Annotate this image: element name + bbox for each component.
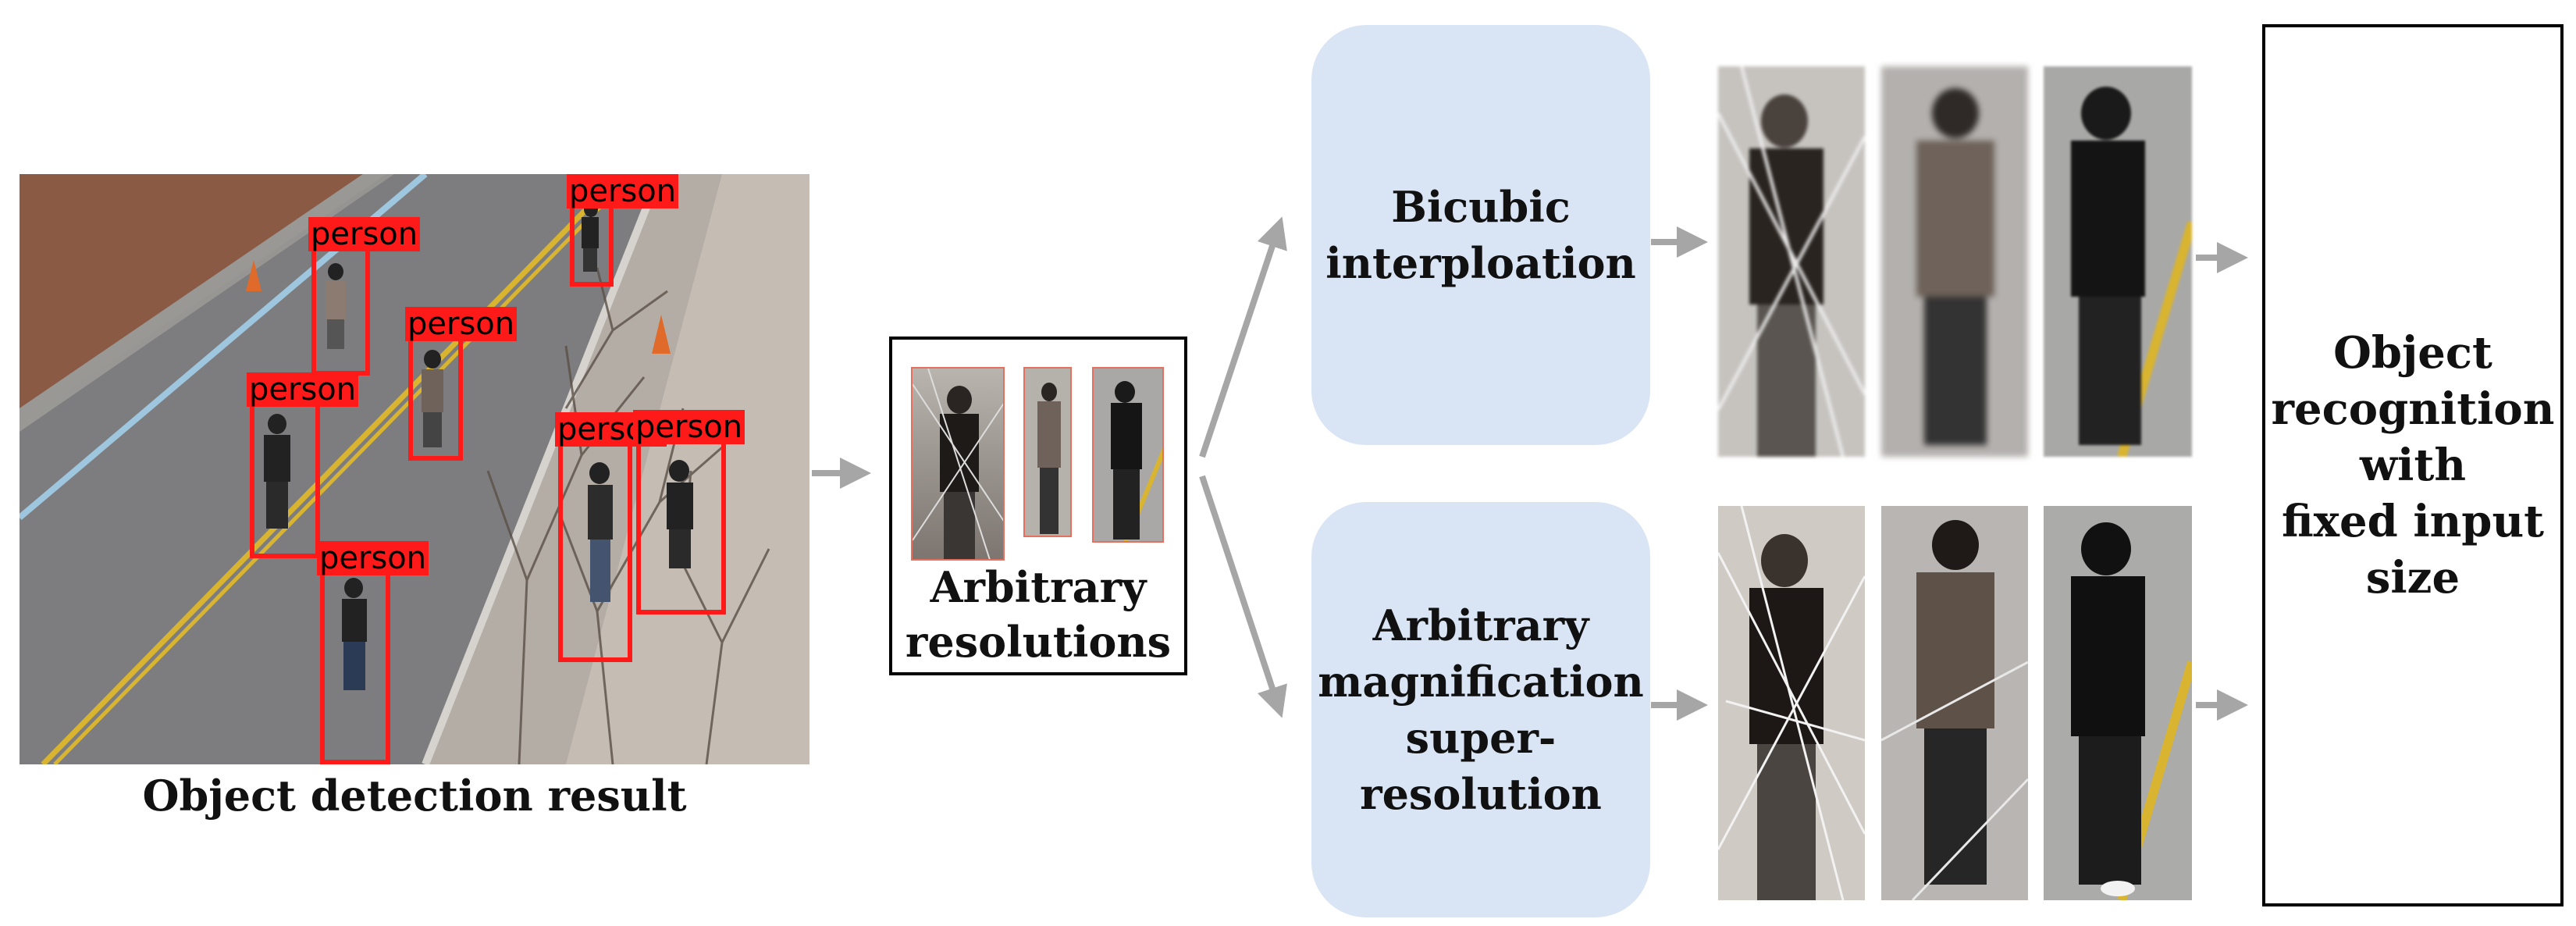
detection-label: person	[633, 410, 745, 444]
crops-caption-line2: resolutions	[905, 617, 1172, 667]
arrow-crops-to-sr	[1199, 475, 1287, 718]
recognition-line5: size	[2365, 552, 2460, 604]
arrow-crops-to-bicubic	[1199, 216, 1287, 458]
recognition-line4: fixed input	[2281, 496, 2545, 547]
super-resolution-box: Arbitrary magnification super- resolutio…	[1311, 502, 1650, 917]
detection-label: person	[247, 372, 359, 407]
bicubic-result-image-3	[2044, 66, 2192, 457]
recognition-line2: recognition	[2271, 383, 2555, 435]
crop-image-person-1	[911, 367, 1005, 561]
detection-label: person	[567, 174, 679, 208]
bicubic-line1: Bicubic	[1391, 182, 1571, 232]
bicubic-result-image-2	[1881, 66, 2028, 457]
detection-scene-image: person person person person person perso…	[20, 174, 809, 764]
sr-line2: magnification	[1318, 657, 1644, 707]
sr-result-image-2	[1881, 506, 2028, 900]
detection-label: person	[405, 307, 518, 341]
recognition-line1: Object	[2333, 327, 2492, 379]
detection-box	[311, 243, 370, 376]
sr-result-image-3	[2044, 506, 2192, 900]
crops-caption: Arbitrary resolutions	[892, 560, 1184, 669]
sr-line4: resolution	[1360, 769, 1602, 819]
sr-line1: Arbitrary	[1372, 600, 1589, 650]
detection-box	[558, 422, 632, 662]
object-recognition-box: Object recognition with fixed input size	[2262, 24, 2564, 906]
scene-caption: Object detection result	[142, 771, 687, 821]
crop-image-person-2	[1023, 367, 1072, 537]
bicubic-interpolation-box: Bicubic interploation	[1311, 25, 1650, 445]
detection-label: person	[308, 217, 421, 251]
arbitrary-resolutions-panel: Arbitrary resolutions	[889, 337, 1187, 675]
detection-label: person	[317, 541, 429, 575]
bicubic-line2: interploation	[1325, 238, 1636, 288]
sr-result-image-1	[1718, 506, 1865, 900]
crop-image-person-3	[1092, 367, 1164, 543]
recognition-line3: with	[2359, 440, 2467, 491]
bicubic-result-image-1	[1718, 66, 1865, 457]
detection-box	[636, 426, 726, 614]
crops-caption-line1: Arbitrary	[930, 562, 1147, 612]
sr-line3: super-	[1405, 713, 1557, 763]
